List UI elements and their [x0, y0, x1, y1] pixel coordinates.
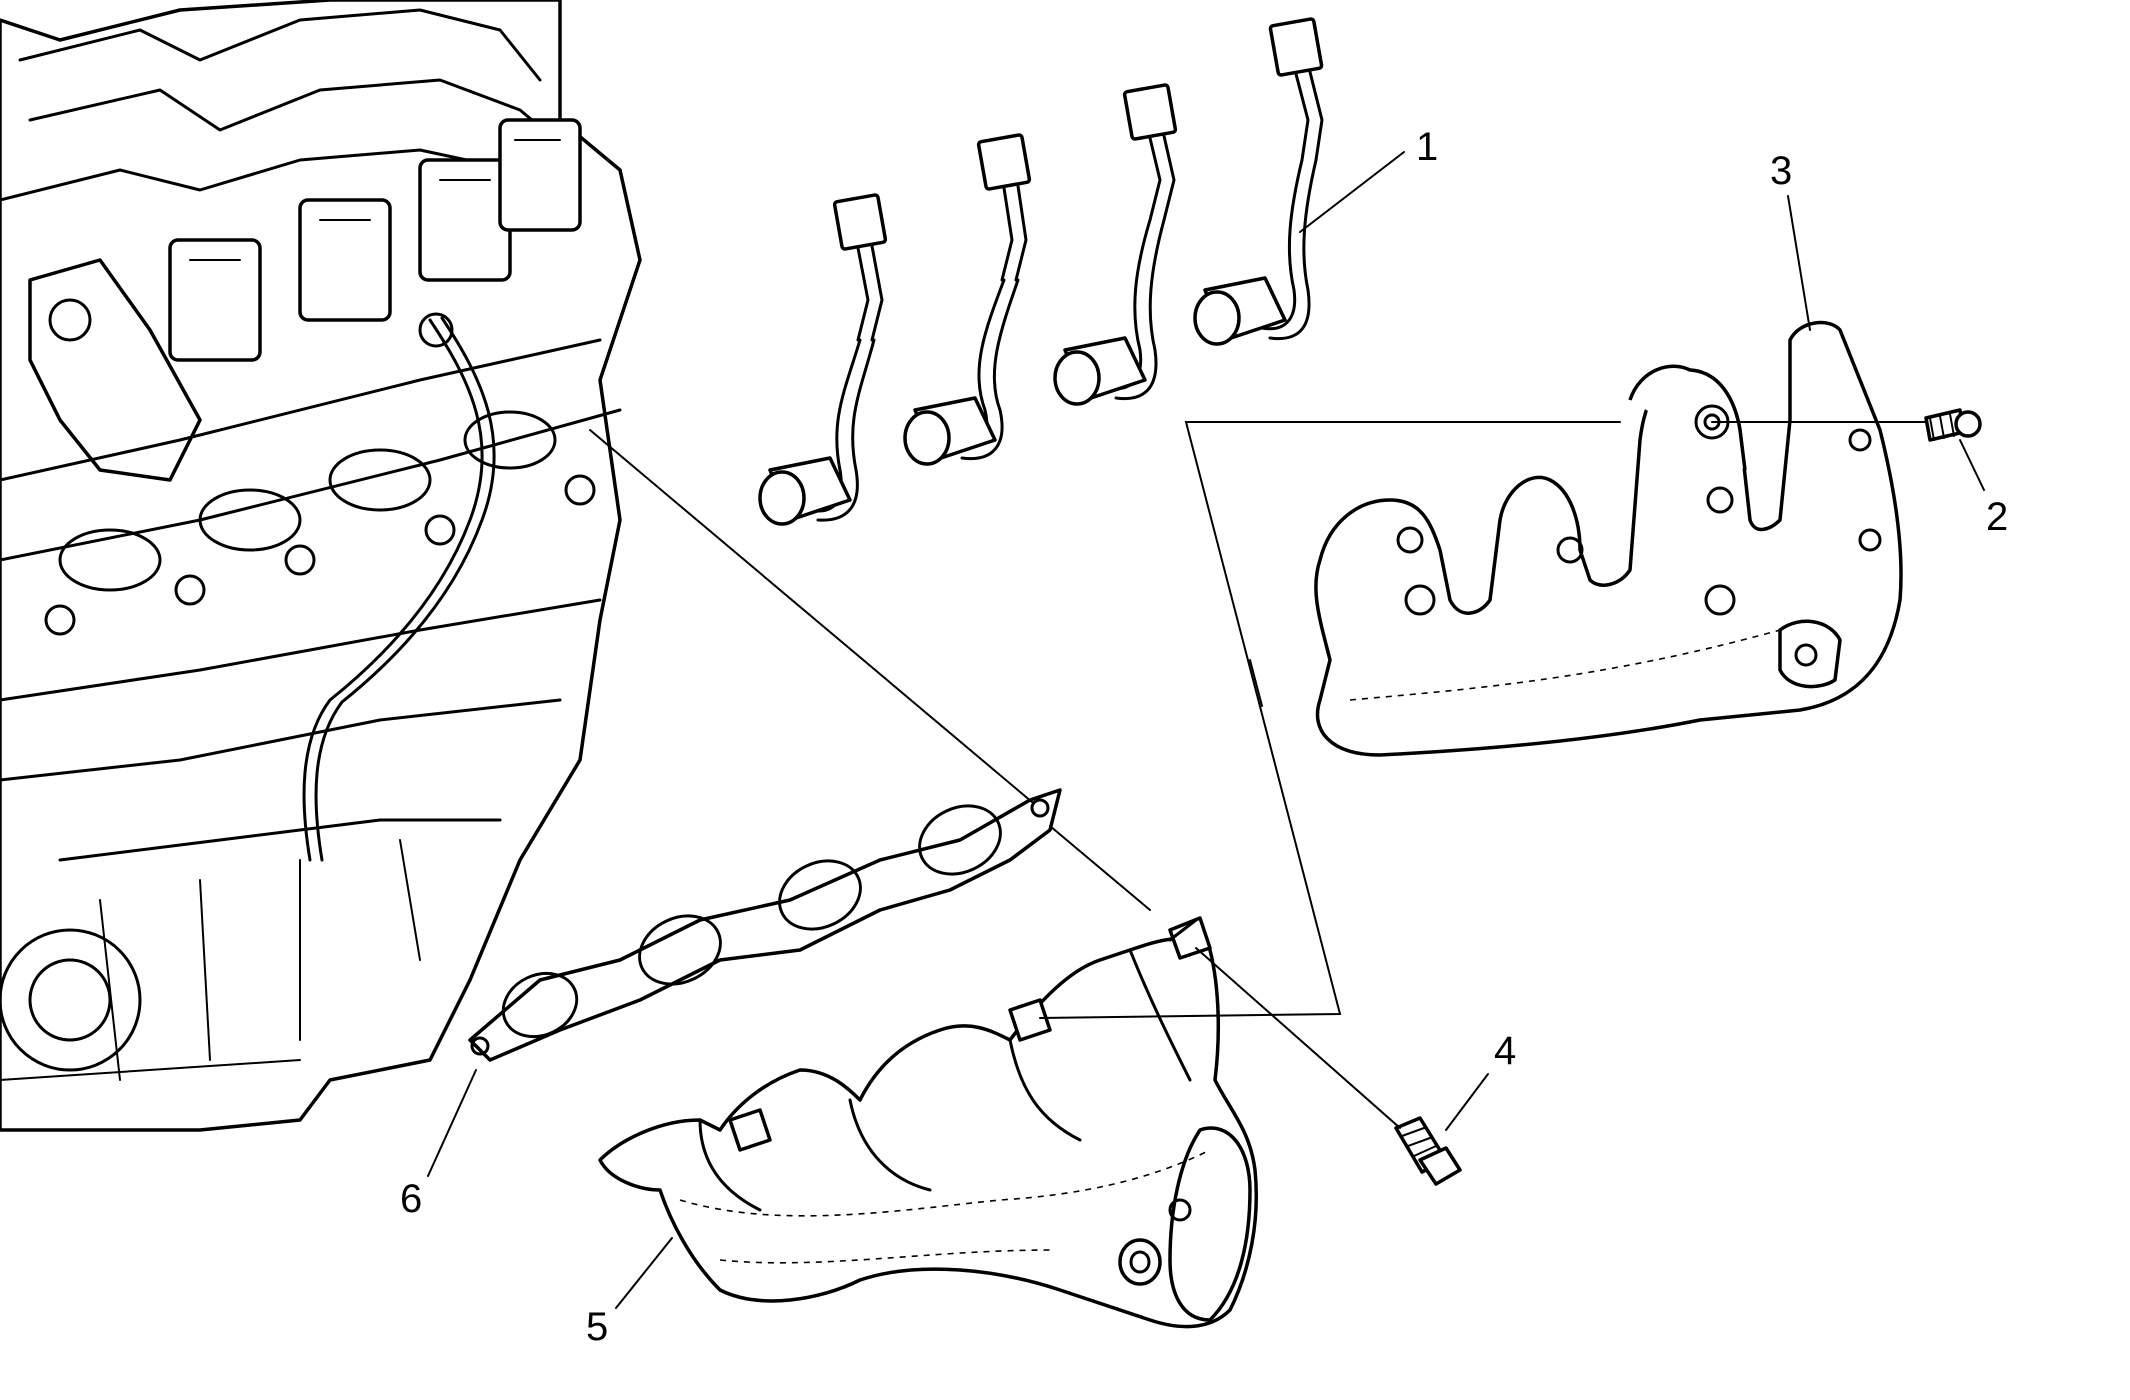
exhaust-manifold-gasket: [468, 788, 1062, 1062]
heat-shield-bolt: [1924, 408, 1982, 442]
exhaust-manifold: [598, 916, 1259, 1329]
callout-6: 6: [400, 1177, 422, 1221]
callout-1: 1: [1416, 125, 1438, 169]
callout-3: 3: [1770, 149, 1792, 193]
spark-plug-wire: [1193, 17, 1324, 346]
alignment-lines: [589, 421, 1927, 1129]
callout-2: 2: [1986, 495, 2008, 539]
exhaust-manifold-heat-shield: [1314, 320, 1903, 757]
spark-plug-wire-set: [758, 17, 1324, 526]
spark-plug-wire: [1053, 83, 1178, 406]
callout-labels: 1 2 3 4 5 6: [400, 125, 2008, 1349]
exhaust-manifold-bolt: [1394, 1116, 1462, 1186]
spark-plug-wire: [758, 193, 888, 526]
engine-block: [0, 0, 642, 1132]
callout-4: 4: [1494, 1029, 1516, 1073]
spark-plug-wire: [903, 133, 1032, 466]
callout-leaders: [427, 151, 1985, 1309]
callout-5: 5: [586, 1305, 608, 1349]
